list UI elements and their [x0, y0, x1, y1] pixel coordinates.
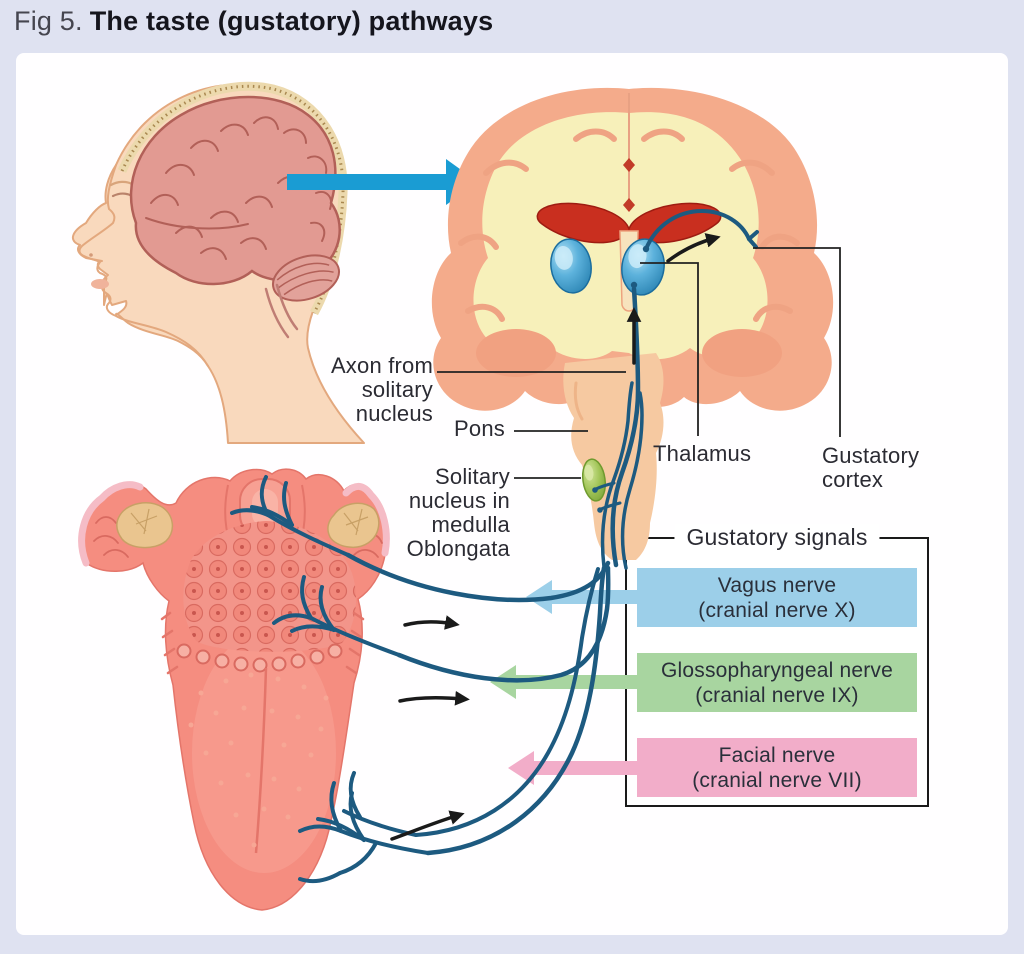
gustatory-cortex-label: Gustatory cortex: [822, 443, 920, 492]
figure-number: Fig 5.: [14, 6, 83, 36]
gustatory-signals-legend: Gustatory signals Vagus nerve (cranial n…: [625, 524, 929, 807]
legend-title: Gustatory signals: [674, 524, 880, 551]
signal-box-glossopharyngeal: Glossopharyngeal nerve (cranial nerve IX…: [637, 653, 917, 712]
vagus-name: Vagus nerve: [717, 573, 837, 597]
thalamus-label: Thalamus: [653, 441, 752, 466]
facial-name: Facial nerve: [718, 743, 836, 767]
glossopharyngeal-name: Glossopharyngeal nerve: [660, 658, 894, 682]
axon-from-solitary-nucleus-label: Axon from solitary nucleus: [330, 353, 433, 426]
solitary-nucleus-label: Solitary nucleus in medulla Oblongata: [406, 464, 510, 561]
page-title: The taste (gustatory) pathways: [89, 6, 494, 36]
glossopharyngeal-detail: (cranial nerve IX): [695, 683, 859, 707]
figure-title: Fig 5.The taste (gustatory) pathways: [14, 6, 493, 37]
signal-box-vagus: Vagus nerve (cranial nerve X): [637, 568, 917, 627]
vagus-detail: (cranial nerve X): [698, 598, 856, 622]
pons-label: Pons: [454, 416, 505, 441]
facial-detail: (cranial nerve VII): [692, 768, 862, 792]
signal-box-facial: Facial nerve (cranial nerve VII): [637, 738, 917, 797]
